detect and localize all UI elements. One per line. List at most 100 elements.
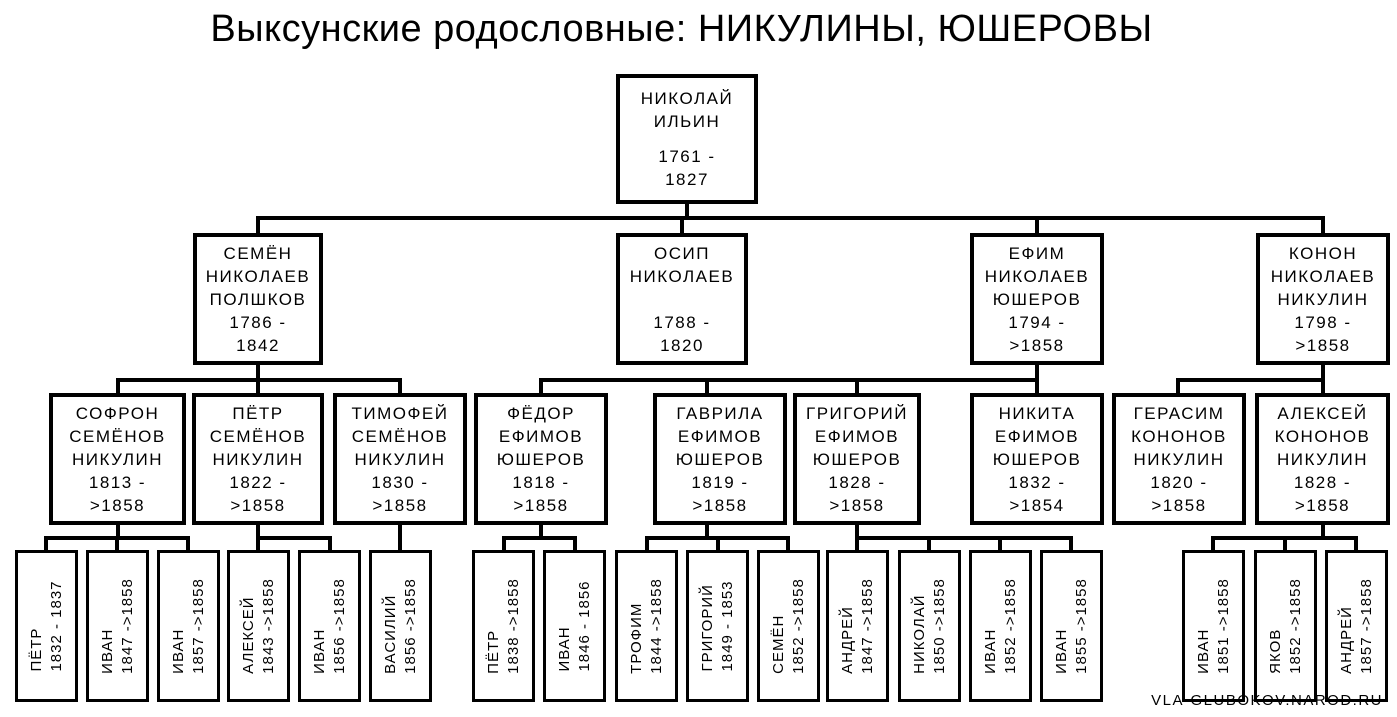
person-semyon-polshkov: СЕМЁН НИКОЛАЕВ ПОЛШКОВ 1786 - 1842 xyxy=(193,233,323,365)
great-grandson-years: 1851 ->1858 xyxy=(1214,578,1232,674)
person-pyotr-nikulin: ПЁТР СЕМЁНОВ НИКУЛИН 1822 - >1858 xyxy=(192,393,324,525)
person-birth: 1798 - xyxy=(1294,312,1352,332)
person-surname: ЮШЕРОВ xyxy=(675,449,765,469)
person-surname: ПОЛШКОВ xyxy=(209,289,307,309)
person-name: ГРИГОРИЙ xyxy=(805,403,908,423)
great-grandson-name: АЛЕКСЕЙ xyxy=(239,596,257,674)
person-surname: НИКУЛИН xyxy=(1277,449,1368,469)
great-grandson-years: 1846 - 1856 xyxy=(575,580,593,672)
person-death: >1858 xyxy=(1009,335,1065,355)
great-grandson-name: ВАСИЛИЙ xyxy=(381,594,399,674)
person-name: НИКОЛАЙ xyxy=(640,89,734,108)
person-surname: ЮШЕРОВ xyxy=(992,449,1082,469)
person-death: >1854 xyxy=(1009,495,1065,515)
person-name: ГЕРАСИМ xyxy=(1133,403,1225,423)
person-death: >1858 xyxy=(230,495,286,515)
great-grandson-name: АНДРЕЙ xyxy=(1337,606,1355,674)
great-grandson-name: ИВАН xyxy=(98,628,116,674)
person-name: АЛЕКСЕЙ xyxy=(1277,403,1368,423)
person-death: 1842 xyxy=(236,335,280,355)
person-death: >1858 xyxy=(372,495,428,515)
person-birth: 1761 - xyxy=(658,147,716,166)
person-name: ТИМОФЕЙ xyxy=(351,403,449,423)
great-grandson-name: ТРОФИМ xyxy=(627,602,645,674)
person-name: ФЁДОР xyxy=(507,403,575,423)
person-surname: НИКУЛИН xyxy=(1277,289,1369,309)
great-grandson-name: ИВАН xyxy=(169,628,187,674)
great-grandson-name: ИВАН xyxy=(1052,628,1070,674)
great-grandson-years: 1855 ->1858 xyxy=(1072,578,1090,674)
person-birth: 1832 - xyxy=(1008,472,1066,492)
great-grandson-years: 1856 ->1858 xyxy=(330,578,348,674)
person-surname: НИКУЛИН xyxy=(72,449,163,469)
great-grandson-name: ПЁТР xyxy=(27,627,45,672)
person-birth: 1813 - xyxy=(88,472,147,492)
great-grandson-name: НИКОЛАЙ xyxy=(910,594,928,674)
great-grandson-years: 1857 ->1858 xyxy=(1357,578,1375,674)
person-patronymic: ЕФИМОВ xyxy=(677,426,763,446)
person-death: >1858 xyxy=(89,495,146,515)
great-grandson-years: 1844 ->1858 xyxy=(647,578,665,674)
person-fyodor-yusherov: ФЁДОР ЕФИМОВ ЮШЕРОВ 1818 - >1858 xyxy=(474,393,608,525)
person-death: >1858 xyxy=(829,495,885,515)
person-birth: 1818 - xyxy=(512,472,570,492)
person-patronymic: НИКОЛАЕВ xyxy=(1270,266,1376,286)
great-grandson-years: 1847 ->1858 xyxy=(858,578,876,674)
great-grandson-years: 1852 ->1858 xyxy=(1286,578,1304,674)
person-birth: 1822 - xyxy=(229,472,287,492)
person-death: 1827 xyxy=(665,170,709,189)
person-patronymic: СЕМЁНОВ xyxy=(351,426,449,446)
person-patronymic: ИЛЬИН xyxy=(653,112,721,131)
person-birth: 1794 - xyxy=(1008,312,1066,332)
great-grandson-years: 1843 ->1858 xyxy=(259,578,277,674)
great-grandson-years: 1838 ->1858 xyxy=(504,578,522,674)
great-grandson-name: АНДРЕЙ xyxy=(838,606,856,674)
person-death: >1858 xyxy=(1295,335,1351,355)
person-patronymic: ЕФИМОВ xyxy=(814,426,900,446)
person-birth: 1788 - xyxy=(653,312,711,332)
great-grandson-years: 1856 ->1858 xyxy=(401,578,419,674)
site-url: VLA-GLUBOKOV.NAROD.RU xyxy=(1151,692,1383,709)
person-patronymic: ЕФИМОВ xyxy=(994,426,1080,446)
person-birth: 1828 - xyxy=(828,472,886,492)
person-konon-nikulin: КОНОН НИКОЛАЕВ НИКУЛИН 1798 - >1858 xyxy=(1256,233,1390,365)
page-title: Выксунские родословные: НИКУЛИНЫ, ЮШЕРОВ… xyxy=(210,8,1153,50)
great-grandson-name: ЯКОВ xyxy=(1266,628,1284,674)
person-surname: НИКУЛИН xyxy=(212,449,304,469)
great-grandson-years: 1832 - 1837 xyxy=(47,580,65,672)
person-gavrila-yusherov: ГАВРИЛА ЕФИМОВ ЮШЕРОВ 1819 - >1858 xyxy=(653,393,787,525)
great-grandson-name: ПЁТР xyxy=(484,629,502,674)
person-nikita-yusherov: НИКИТА ЕФИМОВ ЮШЕРОВ 1832 - >1854 xyxy=(970,393,1104,525)
person-death: >1858 xyxy=(692,495,748,515)
person-patronymic: НИКОЛАЕВ xyxy=(205,266,311,286)
person-grigoriy-yusherov: ГРИГОРИЙ ЕФИМОВ ЮШЕРОВ 1828 - >1858 xyxy=(793,393,921,525)
person-nikolay-ilyin: НИКОЛАЙ ИЛЬИН 1761 - 1827 xyxy=(616,74,758,204)
great-grandson-years: 1852 ->1858 xyxy=(1001,578,1019,674)
person-birth: 1786 - xyxy=(229,312,287,332)
